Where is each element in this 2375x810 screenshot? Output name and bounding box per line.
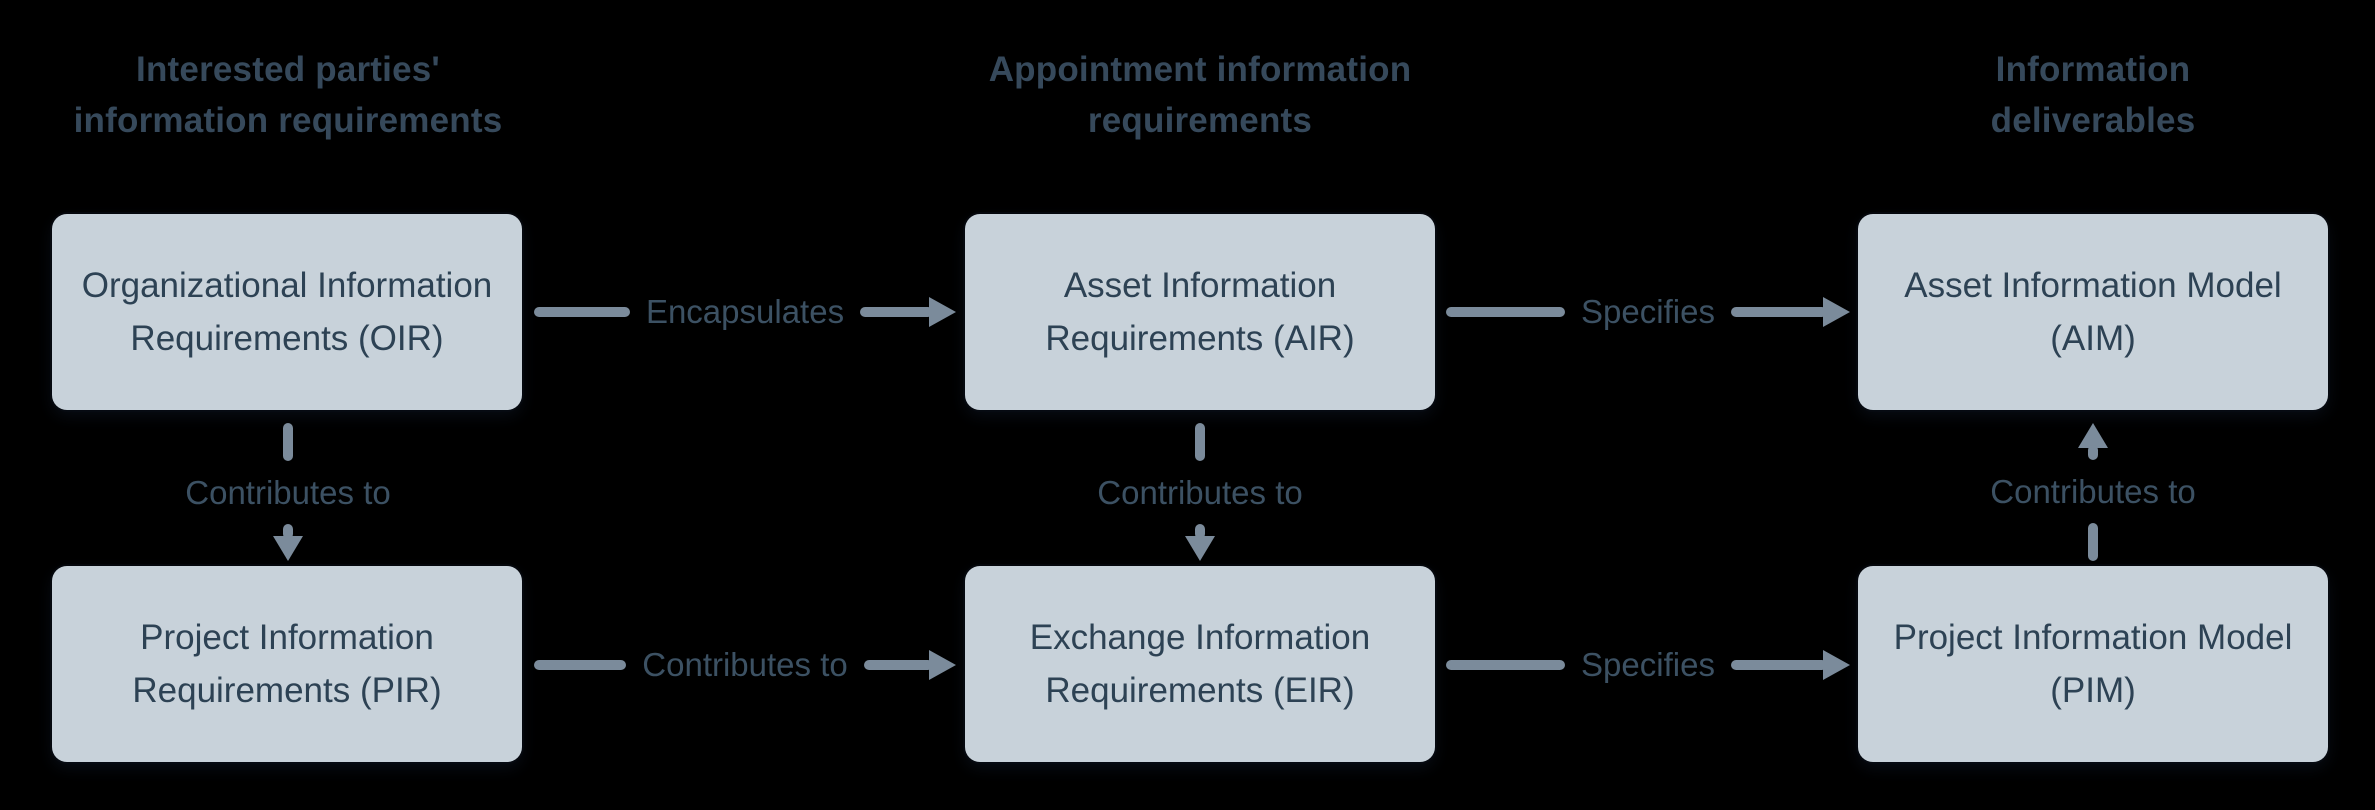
arrow-end xyxy=(1730,650,1850,680)
arrow-pim-to-aim: Contributes to xyxy=(1933,423,2253,561)
arrowhead-right-icon xyxy=(929,297,957,327)
arrow-line xyxy=(534,307,630,317)
box-air: Asset Information Requirements (AIR) xyxy=(965,214,1435,410)
box-pim: Project Information Model (PIM) xyxy=(1858,566,2328,762)
column-header-interested-parties: Interested parties' information requirem… xyxy=(73,50,503,140)
column-header-deliverables: Information deliverables xyxy=(1990,50,2196,140)
arrow-line xyxy=(534,660,627,670)
box-air-label: Asset Information Requirements (AIR) xyxy=(1045,266,1355,358)
box-aim: Asset Information Model (AIM) xyxy=(1858,214,2328,410)
arrow-end xyxy=(273,524,303,561)
box-eir-label: Exchange Information Requirements (EIR) xyxy=(1029,618,1371,710)
arrow-eir-to-pim: Specifies xyxy=(1446,643,1850,687)
arrow-line xyxy=(1446,307,1566,317)
arrow-line xyxy=(283,524,293,539)
arrowhead-down-icon xyxy=(1185,536,1215,561)
arrow-line xyxy=(863,660,934,670)
box-eir: Exchange Information Requirements (EIR) xyxy=(965,566,1435,762)
arrowhead-down-icon xyxy=(273,536,303,561)
box-pim-label: Project Information Model (PIM) xyxy=(1893,618,2293,710)
arrow-end xyxy=(2078,423,2108,460)
arrow-line xyxy=(283,423,293,461)
arrow-label-contributes-right: Contributes to xyxy=(1990,472,2196,510)
arrow-label-contributes-bottom: Contributes to xyxy=(642,646,848,683)
box-oir: Organizational Information Requirements … xyxy=(52,214,522,410)
arrow-end xyxy=(1185,524,1215,561)
arrow-line xyxy=(1730,307,1827,317)
arrow-line xyxy=(1730,660,1827,670)
arrow-line xyxy=(1195,524,1205,539)
arrow-label-specifies-bottom: Specifies xyxy=(1581,646,1715,683)
arrow-line xyxy=(2088,445,2098,460)
arrow-label-encapsulates: Encapsulates xyxy=(645,293,845,330)
arrow-air-to-aim: Specifies xyxy=(1446,290,1850,334)
arrow-label-contributes-middle: Contributes to xyxy=(1097,473,1303,511)
box-oir-label: Organizational Information Requirements … xyxy=(81,266,493,358)
box-pir: Project Information Requirements (PIR) xyxy=(52,566,522,762)
arrow-oir-to-pir: Contributes to xyxy=(128,423,448,561)
box-aim-label: Asset Information Model (AIM) xyxy=(1904,266,2282,358)
arrowhead-right-icon xyxy=(929,650,957,680)
arrowhead-right-icon xyxy=(1823,297,1850,327)
arrow-end xyxy=(1730,297,1850,327)
arrow-end xyxy=(863,650,957,680)
arrow-line xyxy=(860,307,934,317)
arrow-label-contributes-left: Contributes to xyxy=(185,473,391,511)
arrowhead-right-icon xyxy=(1823,650,1850,680)
arrow-oir-to-air: Encapsulates xyxy=(534,290,957,334)
arrow-line xyxy=(1195,423,1205,461)
arrow-label-specifies-top: Specifies xyxy=(1581,293,1715,330)
column-header-appointment: Appointment information requirements xyxy=(988,50,1412,140)
arrow-line xyxy=(2088,523,2098,561)
arrow-air-to-eir: Contributes to xyxy=(1040,423,1360,561)
arrowhead-up-icon xyxy=(2078,423,2108,448)
arrow-pir-to-eir: Contributes to xyxy=(534,643,957,687)
arrow-line xyxy=(1446,660,1566,670)
arrow-end xyxy=(860,297,957,327)
box-pir-label: Project Information Requirements (PIR) xyxy=(132,618,442,710)
